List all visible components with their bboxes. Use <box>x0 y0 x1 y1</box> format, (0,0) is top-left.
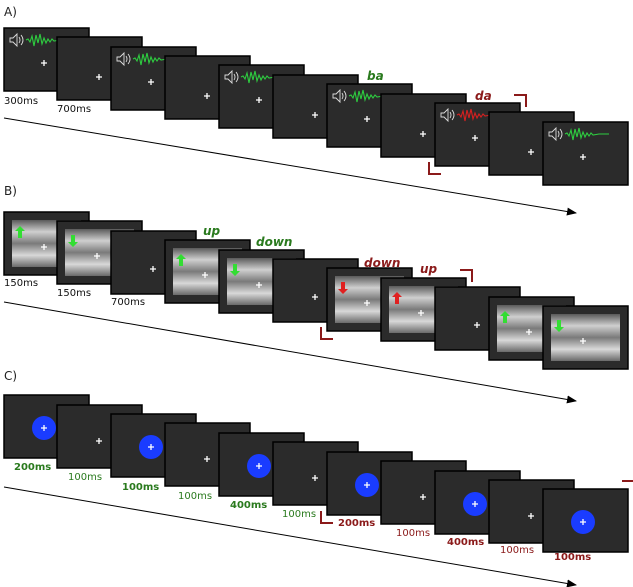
fixation-cross <box>148 79 154 85</box>
fixation-cross <box>150 266 156 272</box>
sound-wave <box>564 127 609 141</box>
panel-label-b: B) <box>4 184 17 198</box>
timing-label: 150ms <box>57 288 91 299</box>
deviant-bracket <box>320 327 333 340</box>
panel-a-screens <box>3 27 629 186</box>
speaker-icon <box>116 51 131 67</box>
fixation-cross <box>364 116 370 122</box>
arrow-up-icon <box>15 226 25 238</box>
arrow-down-icon <box>68 235 78 247</box>
stimulus-screen <box>542 488 629 553</box>
stimulus-screen <box>542 121 629 186</box>
panel-c-screens <box>3 394 633 553</box>
speaker-icon <box>9 32 24 48</box>
word-label: down <box>256 235 292 249</box>
fixation-cross <box>256 282 262 288</box>
panel-b-screens <box>3 211 629 370</box>
word-label: da <box>475 89 492 103</box>
timing-label: 300ms <box>4 96 38 107</box>
arrow-up-icon <box>176 254 186 266</box>
panel-c-timings: 200ms 100ms 100ms 100ms 400ms 100ms 200ms 100ms… <box>14 462 591 563</box>
timing-label: 150ms <box>4 278 38 289</box>
panel-label-a: A) <box>4 5 17 19</box>
fixation-cross <box>94 253 100 259</box>
fixation-cross <box>418 310 424 316</box>
timing-label: 100ms <box>500 545 534 556</box>
timing-label: 400ms <box>230 500 267 511</box>
fixation-cross <box>41 425 47 431</box>
fixation-cross <box>474 322 480 328</box>
fixation-cross <box>580 154 586 160</box>
fixation-cross <box>148 444 154 450</box>
word-label: up <box>203 224 221 238</box>
fixation-cross <box>204 93 210 99</box>
timing-label: 100ms <box>396 528 430 539</box>
fixation-cross <box>96 438 102 444</box>
fixation-cross <box>364 300 370 306</box>
fixation-cross <box>41 60 47 66</box>
fixation-cross <box>580 519 586 525</box>
arrow-down-icon <box>230 264 240 276</box>
timing-label: 700ms <box>57 104 91 115</box>
fixation-cross <box>256 463 262 469</box>
arrow-up-icon <box>392 292 402 304</box>
deviant-bracket <box>460 269 473 282</box>
speaker-icon <box>440 107 455 123</box>
arrow-down-icon <box>338 282 348 294</box>
sound-wave <box>240 70 285 84</box>
panel-label-c: C) <box>4 369 17 383</box>
fixation-cross <box>41 244 47 250</box>
deviant-bracket <box>428 162 441 175</box>
fixation-cross <box>472 135 478 141</box>
fixation-cross <box>420 494 426 500</box>
fixation-cross <box>472 501 478 507</box>
fixation-cross <box>202 272 208 278</box>
word-label: up <box>420 262 438 276</box>
fixation-cross <box>580 338 586 344</box>
timing-label: 700ms <box>111 297 145 308</box>
timing-label: 100ms <box>178 491 212 502</box>
deviant-bracket <box>514 94 527 107</box>
fixation-cross <box>420 131 426 137</box>
fixation-cross <box>312 475 318 481</box>
word-label: ba <box>367 69 384 83</box>
timing-label: 400ms <box>447 537 484 548</box>
arrow-down-icon <box>554 320 564 332</box>
sound-wave <box>25 33 70 47</box>
fixation-cross <box>528 149 534 155</box>
speaker-icon <box>548 126 563 142</box>
grating-patch <box>551 314 620 361</box>
fixation-cross <box>528 513 534 519</box>
timeline-arrow-b <box>3 301 577 404</box>
fixation-cross <box>204 456 210 462</box>
deviant-bracket <box>320 511 333 524</box>
fixation-cross <box>312 112 318 118</box>
sound-wave <box>456 108 501 122</box>
word-label: down <box>364 256 400 270</box>
speaker-icon <box>332 88 347 104</box>
sound-wave <box>132 52 177 66</box>
fixation-cross <box>312 294 318 300</box>
fixation-cross <box>256 97 262 103</box>
screen-frame <box>542 121 629 186</box>
speaker-icon <box>224 69 239 85</box>
arrow-up-icon <box>500 311 510 323</box>
fixation-cross <box>96 74 102 80</box>
timing-label: 100ms <box>282 509 316 520</box>
fixation-cross <box>526 329 532 335</box>
stimulus-screen <box>542 305 629 370</box>
timing-label: 100ms <box>68 472 102 483</box>
timing-label: 100ms <box>122 482 159 493</box>
timeline-arrow-c <box>3 486 577 587</box>
deviant-bracket <box>622 480 633 493</box>
timeline-arrow-a <box>3 117 577 216</box>
fixation-cross <box>364 482 370 488</box>
timing-label: 100ms <box>554 552 591 563</box>
sound-wave <box>348 89 393 103</box>
timing-label: 200ms <box>14 462 51 473</box>
timing-label: 200ms <box>338 518 375 529</box>
